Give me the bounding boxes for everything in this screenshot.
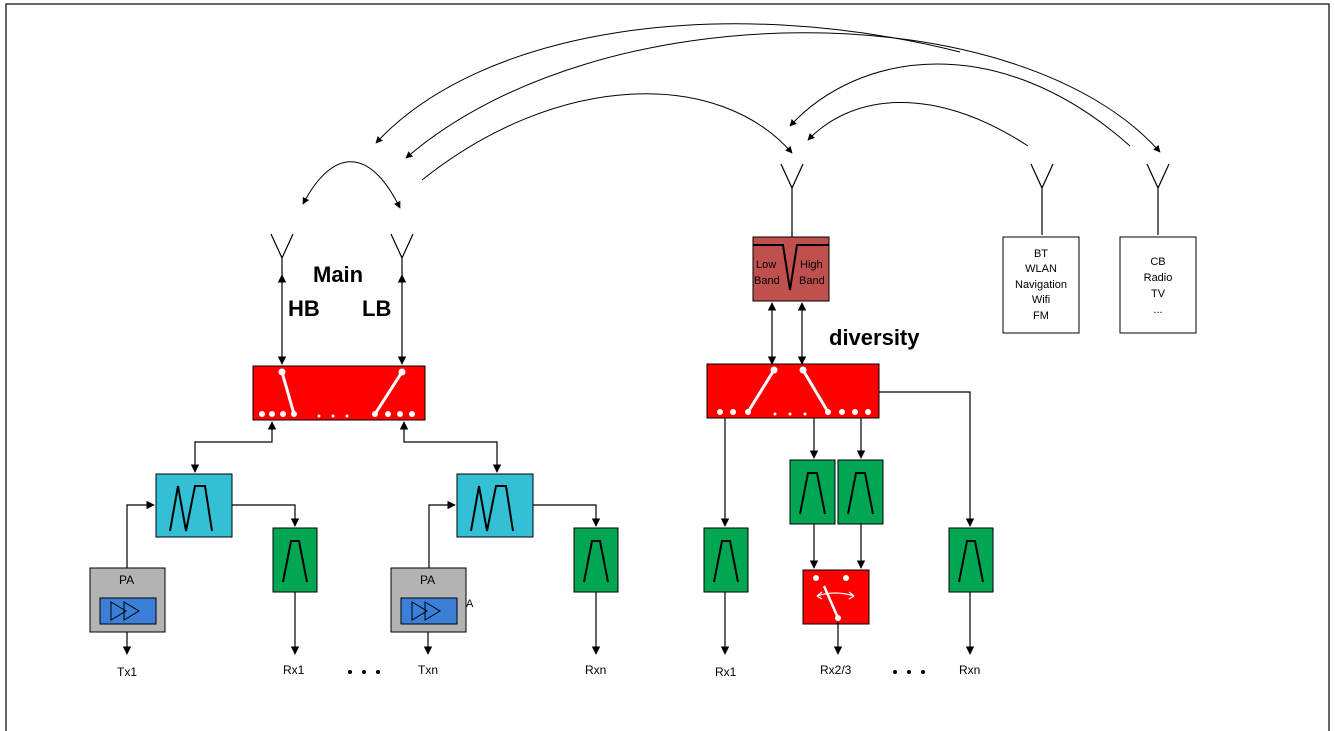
diplexer-high-2: Band <box>799 275 825 287</box>
aux-label: CB <box>1150 256 1165 268</box>
dup2-rx-link <box>533 504 601 527</box>
arc-lb-diversity <box>421 93 793 181</box>
aux-label: Radio <box>1144 272 1173 284</box>
switch-duplexer2-link <box>399 421 502 473</box>
bandpass-filter-icon <box>789 459 836 525</box>
antenna-icon <box>1146 163 1170 235</box>
coupling-arcs <box>302 23 1161 209</box>
pa2-dup-link <box>428 500 456 568</box>
bandpass-filter-icon <box>948 527 994 593</box>
bandpass-filter-icon <box>837 459 884 525</box>
diversity-title: diversity <box>829 325 920 350</box>
bandpass-filter-icon <box>703 527 749 593</box>
power-amplifier-1: PA <box>89 567 166 633</box>
amplifier-icon <box>110 601 140 621</box>
ellipsis-icon <box>893 670 925 674</box>
antenna-icon <box>780 163 804 237</box>
pa1-dup-link <box>126 500 155 568</box>
diplexer-low-1: Low <box>756 259 776 271</box>
diagram-frame <box>5 3 1330 731</box>
bandpass-filter-icon <box>573 527 619 593</box>
aux-box-broadcast: CB Radio TV ... <box>1119 236 1197 334</box>
arc-hb-lb <box>302 161 401 209</box>
output-label: Rx1 <box>715 665 737 679</box>
main-title: Main <box>313 262 363 287</box>
lb-label: LB <box>362 296 391 321</box>
hb-label: HB <box>288 296 320 321</box>
antenna-icon <box>1030 163 1054 235</box>
aux-label: ... <box>1153 304 1162 316</box>
antenna-icon <box>270 233 294 275</box>
arc-box2-diversity <box>789 63 1131 147</box>
diplexer-low-2: Band <box>754 275 780 287</box>
aux-label: TV <box>1151 288 1166 300</box>
arc-box1-diversity <box>807 101 1029 147</box>
output-label: Txn <box>418 663 438 677</box>
output-label: Tx1 <box>117 665 137 679</box>
switch-duplexer1-link <box>190 421 277 473</box>
output-label: Rxn <box>959 663 980 677</box>
aux-label: Navigation <box>1015 279 1067 291</box>
duplexer-icon <box>456 473 534 538</box>
power-amplifier-2: PA A <box>390 567 474 633</box>
output-label: Rxn <box>585 663 606 677</box>
aux-label: WLAN <box>1025 263 1057 275</box>
pa-label: PA <box>420 573 435 587</box>
antenna-icon <box>390 233 414 275</box>
duplexer-icon <box>155 473 233 538</box>
dup1-rx-link <box>232 504 300 527</box>
ellipsis-icon <box>348 670 380 674</box>
aux-label: BT <box>1034 248 1048 260</box>
diplexer-icon: Low Band High Band <box>752 236 830 302</box>
main-switch-icon <box>252 365 426 421</box>
diversity-switch-icon <box>706 363 880 419</box>
arc-box1-main <box>375 23 961 144</box>
pa-label: PA <box>119 573 134 587</box>
amplifier-icon <box>411 601 441 621</box>
aux-box-connectivity: BT WLAN Navigation Wifi FM <box>1002 236 1080 334</box>
arc-box2-main <box>405 32 1161 159</box>
aux-label: Wifi <box>1032 294 1050 306</box>
pa-mark: A <box>466 598 474 610</box>
aux-label: FM <box>1033 310 1049 322</box>
output-label: Rx2/3 <box>820 663 852 677</box>
diplexer-high-1: High <box>800 259 823 271</box>
rx-selector-switch-icon <box>802 569 870 625</box>
bandpass-filter-icon <box>272 527 318 593</box>
output-label: Rx1 <box>283 663 305 677</box>
